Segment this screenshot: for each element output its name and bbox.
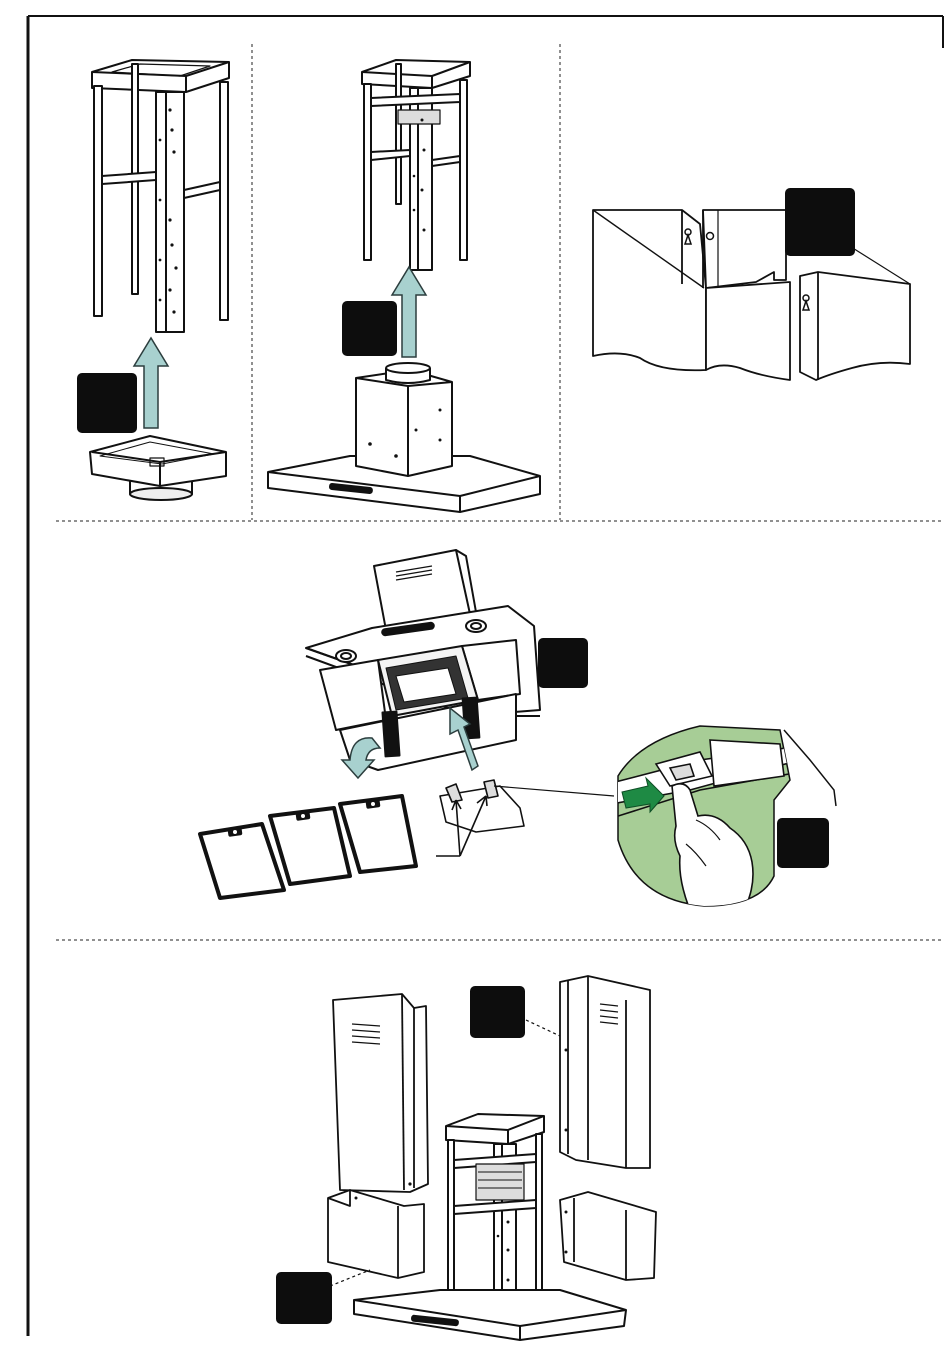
- arrow-up-icon: [392, 267, 426, 357]
- step-badge: [77, 373, 137, 433]
- latch-detail-icon: [436, 780, 614, 856]
- grease-filter-icon: [200, 796, 416, 898]
- step-chimney-cover-assembly: [276, 976, 656, 1340]
- step-badge: [538, 638, 588, 688]
- frame-cage-icon: [446, 1114, 544, 1316]
- chimney-cover-icon: [560, 1192, 656, 1280]
- hood-base-icon: [354, 1290, 626, 1340]
- step-badge: [276, 1272, 332, 1324]
- chimney-panels-icon: [593, 210, 910, 380]
- chimney-cover-icon: [560, 976, 650, 1168]
- chimney-cover-icon: [333, 994, 428, 1192]
- duct-adapter-icon: [90, 436, 226, 500]
- frame-cage-icon: [92, 60, 229, 332]
- arrow-up-icon: [134, 338, 168, 428]
- step-frame-and-duct-adapter: [77, 60, 229, 500]
- step-badge: [777, 818, 829, 868]
- motor-body-icon: [268, 363, 540, 512]
- step-badge: [785, 188, 855, 256]
- step-chimney-panel-joint: [593, 188, 910, 380]
- step-badge: [342, 301, 397, 356]
- step-frame-on-motor-body: [268, 60, 540, 512]
- step-badge: [470, 986, 525, 1038]
- frame-cage-icon: [362, 60, 470, 270]
- hood-icon: [306, 550, 540, 770]
- chimney-cover-icon: [328, 1190, 424, 1278]
- step-filter-removal: [200, 550, 836, 910]
